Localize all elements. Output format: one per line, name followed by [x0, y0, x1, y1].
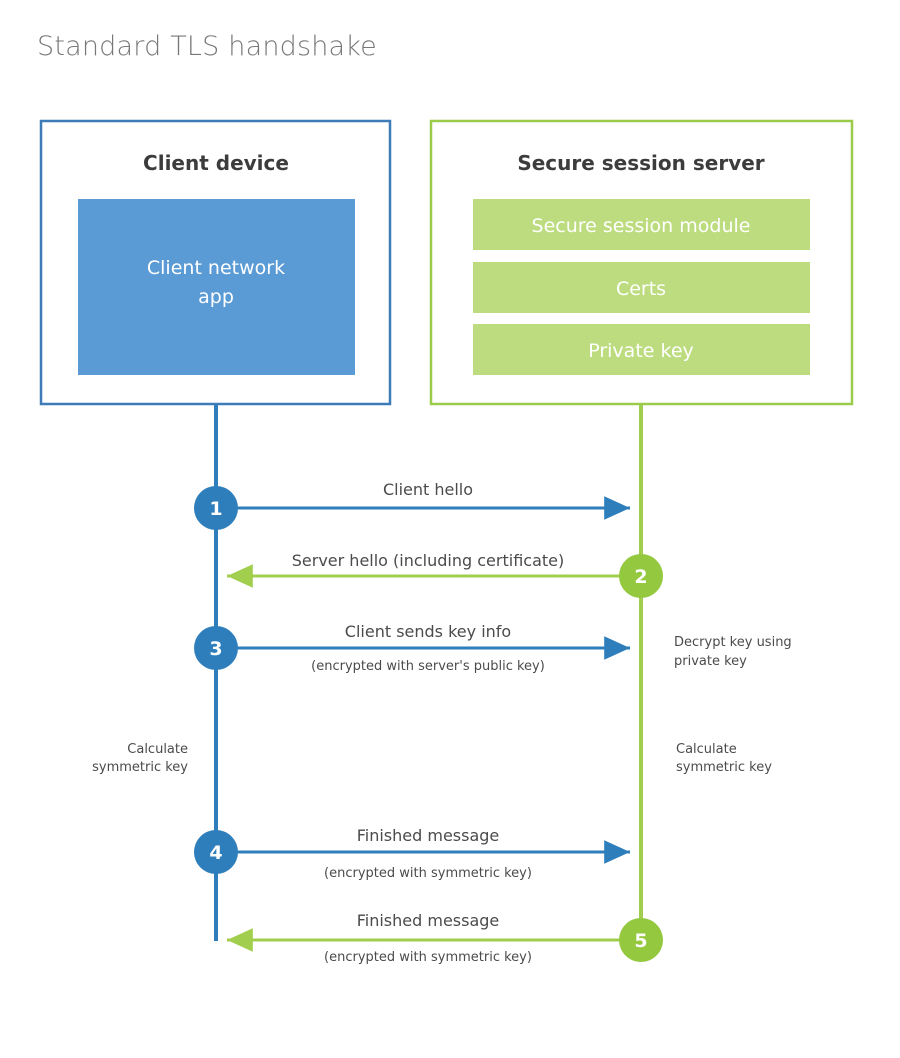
- server-module-box-2: [473, 324, 810, 375]
- step-2-badge: [619, 554, 663, 598]
- step-5-group: Finished message (encrypted with symmetr…: [227, 911, 663, 965]
- step-2-group: Server hello (including certificate) 2: [227, 551, 663, 598]
- step-3-message: Client sends key info: [345, 622, 511, 641]
- server-module-box-0: [473, 199, 810, 250]
- client-network-app-label-line2: app: [198, 286, 234, 308]
- secure-session-server-title: Secure session server: [517, 151, 764, 175]
- step-1-badge: [194, 486, 238, 530]
- step-5-number: 5: [634, 930, 647, 952]
- client-network-app-box: [78, 199, 355, 375]
- client-device-box: Client device Client network app: [39, 119, 392, 406]
- step-2-message: Server hello (including certificate): [292, 551, 564, 570]
- client-network-app-label-line1: Client network: [147, 257, 285, 279]
- step-3-badge: [194, 626, 238, 670]
- client-calc-line1: Calculate: [127, 742, 188, 757]
- decrypt-key-annotation: Decrypt key using private key: [674, 635, 792, 669]
- step-4-group: Finished message (encrypted with symmetr…: [194, 826, 630, 881]
- server-calculate-symmetric-key-annotation: Calculate symmetric key: [676, 742, 772, 775]
- server-calc-line1: Calculate: [676, 742, 737, 757]
- decrypt-key-line2: private key: [674, 654, 747, 669]
- step-1-group: Client hello 1: [194, 480, 630, 530]
- step-3-group: Client sends key info (encrypted with se…: [194, 622, 630, 674]
- step-5-badge: [619, 918, 663, 962]
- server-calc-line2: symmetric key: [676, 760, 772, 775]
- server-module-label-1: Certs: [616, 278, 666, 300]
- step-4-number: 4: [209, 842, 222, 864]
- page-title: Standard TLS handshake: [37, 31, 377, 62]
- step-4-message: Finished message: [357, 826, 500, 845]
- client-calc-line2: symmetric key: [92, 760, 188, 775]
- decrypt-key-line1: Decrypt key using: [674, 635, 792, 650]
- client-calculate-symmetric-key-annotation: Calculate symmetric key: [92, 742, 188, 775]
- server-module-box-1: [473, 262, 810, 313]
- server-module-label-0: Secure session module: [532, 215, 751, 237]
- server-module-label-2: Private key: [588, 340, 694, 362]
- step-1-message: Client hello: [383, 480, 473, 499]
- step-1-number: 1: [209, 498, 222, 520]
- step-4-submessage: (encrypted with symmetric key): [324, 866, 532, 881]
- step-5-message: Finished message: [357, 911, 500, 930]
- step-3-number: 3: [209, 638, 222, 660]
- step-3-submessage: (encrypted with server's public key): [311, 659, 545, 674]
- client-device-title: Client device: [143, 151, 289, 175]
- secure-session-server-box: Secure session server Secure session mod…: [429, 119, 854, 406]
- step-2-number: 2: [634, 566, 647, 588]
- step-5-submessage: (encrypted with symmetric key): [324, 950, 532, 965]
- step-4-badge: [194, 830, 238, 874]
